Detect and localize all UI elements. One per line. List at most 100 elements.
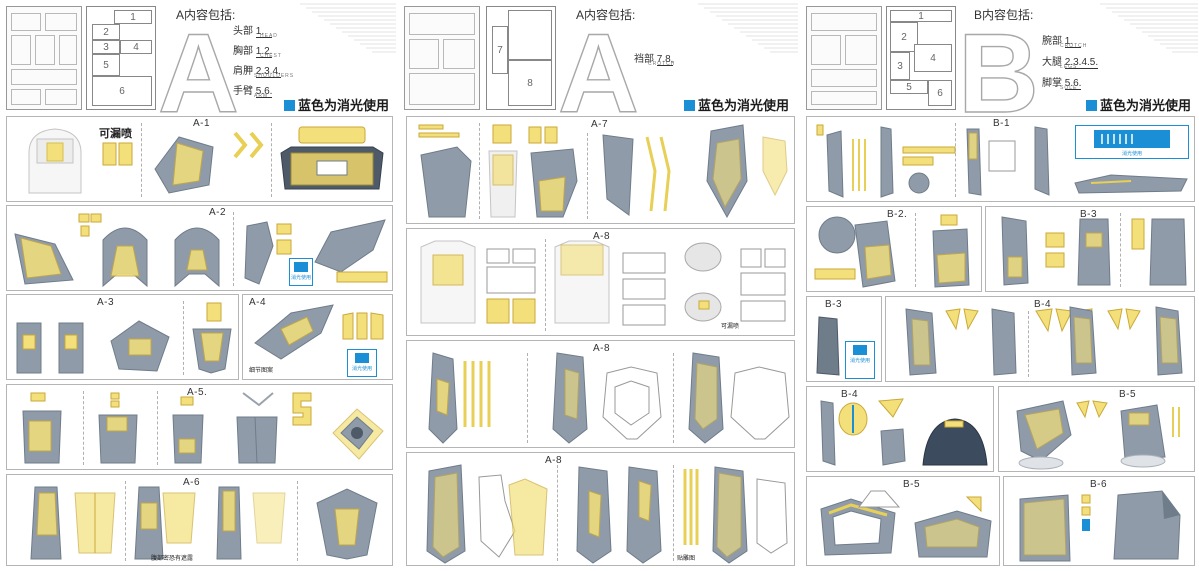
decorative-lines xyxy=(698,3,798,53)
instruction-panel: A-5. xyxy=(6,384,393,470)
instruction-panel: B-6 xyxy=(1003,476,1195,566)
panel-label: B-3 xyxy=(1080,209,1098,220)
panel-label: A-8 xyxy=(545,455,563,466)
instruction-panel: B-4 xyxy=(885,296,1195,382)
panel-label: A-4 xyxy=(249,297,267,308)
part-sub: SOLE xyxy=(1060,85,1078,91)
panel-label: A-1 xyxy=(193,118,211,129)
part-sub: CROTCH xyxy=(1060,43,1088,49)
sheet-map: 1 2 3 4 5 6 xyxy=(86,6,156,110)
leg-armor-drawing xyxy=(426,464,466,564)
arm-drawing xyxy=(216,486,242,560)
instruction-panel: A-4 细节图案 消光使用 xyxy=(242,294,393,380)
shin-drawing xyxy=(1131,218,1187,286)
contents-title: A内容包括: xyxy=(576,8,636,22)
calf-armor-drawing xyxy=(1069,306,1097,376)
thigh-drawing xyxy=(966,128,1016,196)
decal-set xyxy=(252,492,286,544)
decal-set xyxy=(622,252,666,326)
part-sub: CROTCH xyxy=(648,61,676,67)
instruction-panel: A-8 可漏喷 xyxy=(406,228,795,336)
decorative-lines xyxy=(300,3,396,53)
decal-set xyxy=(945,308,979,331)
skirt-plate-drawing xyxy=(420,240,476,324)
foot-frame-drawing xyxy=(820,498,896,556)
instruction-panel: A-7 xyxy=(406,116,795,224)
part-sub: LEGS xyxy=(1060,64,1078,70)
matte-badge: 消光使用 xyxy=(1075,125,1189,159)
foot-blade-drawing xyxy=(1074,174,1188,194)
shin-drawing xyxy=(1077,218,1111,286)
instruction-panel: A-1 可漏喷 xyxy=(6,116,393,202)
crotch-drawing xyxy=(418,124,472,218)
decal-set xyxy=(74,492,116,554)
shoulder-armor-drawing xyxy=(174,227,220,288)
decal-set xyxy=(877,398,906,466)
map-cell: 6 xyxy=(92,76,152,106)
decal-set xyxy=(645,136,671,212)
instruction-panel: A-8 贴雕图 xyxy=(406,452,795,566)
decal-set xyxy=(1107,308,1141,331)
map-cell: 3 xyxy=(92,40,120,54)
decal-piece xyxy=(78,213,102,237)
decal-outline-set xyxy=(730,366,790,440)
part-line: 肩胛 2.3.4. xyxy=(233,66,281,78)
decal-set xyxy=(902,146,956,194)
sheet-map: 1 2 3 4 5 6 xyxy=(886,6,956,110)
map-cell: 2 xyxy=(890,22,918,52)
skirt-armor-drawing xyxy=(602,134,634,216)
panel-label: A-8 xyxy=(593,231,611,242)
panel-label: B-4 xyxy=(1034,299,1052,310)
decal-outline-set xyxy=(602,366,662,440)
panel-label: A-7 xyxy=(591,119,609,130)
forearm-drawing xyxy=(98,392,138,464)
part-sub: CHEST xyxy=(260,53,282,59)
sheet-b-header: 1 2 3 4 5 6 B B内容包括: 腕部 1. CROTCH 大腿 2.3… xyxy=(804,0,1199,130)
sheet-letter: A xyxy=(557,11,639,136)
decal-sheet-thumbnail xyxy=(6,6,82,110)
shin-drawing xyxy=(1001,216,1029,286)
sole-drawing xyxy=(1113,490,1181,560)
knee-drawing xyxy=(814,216,896,288)
sheet-letter: A xyxy=(157,11,239,136)
decal-sheet-thumbnail xyxy=(806,6,882,110)
decal-set xyxy=(762,136,788,197)
matte-decal-icon xyxy=(1094,130,1170,148)
crotch-armor-drawing xyxy=(528,126,578,218)
part-line: 手臂 5.6. xyxy=(233,86,273,98)
map-cell: 8 xyxy=(508,60,552,106)
foot-drawing xyxy=(820,400,868,466)
chest-part-drawing xyxy=(154,136,214,194)
foot-drawing xyxy=(1120,404,1180,468)
knee-drawing xyxy=(932,214,970,288)
panel-label: B-5 xyxy=(903,479,921,490)
block-part-drawing xyxy=(332,408,384,460)
sheet-a2-column: 7 8 A A内容包括: 裆部 7.8. CROTCH 蓝色为消光使用 A-7 xyxy=(402,0,799,571)
skirt-plate-drawing xyxy=(554,240,610,324)
skirt-drawing xyxy=(488,124,518,218)
leg-armor-drawing xyxy=(626,466,662,564)
sheet-letter: B xyxy=(957,11,1039,136)
panel-label: A-8 xyxy=(593,343,611,354)
arm-joint-drawing xyxy=(110,320,170,372)
shoulder-part-drawing xyxy=(14,233,74,285)
map-cell: 7 xyxy=(492,26,508,74)
sheet-b-column: 1 2 3 4 5 6 B B内容包括: 腕部 1. CROTCH 大腿 2.3… xyxy=(804,0,1199,571)
panel-note: 腹部密恐有遮露 xyxy=(151,556,194,562)
panel-label: B-2. xyxy=(887,209,908,220)
decal-outline-set xyxy=(756,478,788,554)
instruction-panel: B-4 xyxy=(806,386,994,472)
instruction-panel: B-5 xyxy=(998,386,1195,472)
panel-label: B-6 xyxy=(1090,479,1108,490)
shield-piece-drawing xyxy=(236,392,278,464)
calf-armor-drawing xyxy=(905,308,937,376)
part-line: 大腿 2.3.4.5. xyxy=(1042,57,1099,69)
calf-armor-drawing xyxy=(1155,306,1183,376)
decal-piece xyxy=(233,131,264,159)
panel-label: A-6 xyxy=(183,477,201,488)
shoulder-armor-drawing xyxy=(102,227,148,288)
arm-segment-drawing xyxy=(16,322,84,374)
instruction-panel: B-1 消光使用 xyxy=(806,116,1195,202)
instruction-panel: B-3 消光使用 xyxy=(806,296,882,382)
foot-frame-drawing xyxy=(914,496,992,558)
